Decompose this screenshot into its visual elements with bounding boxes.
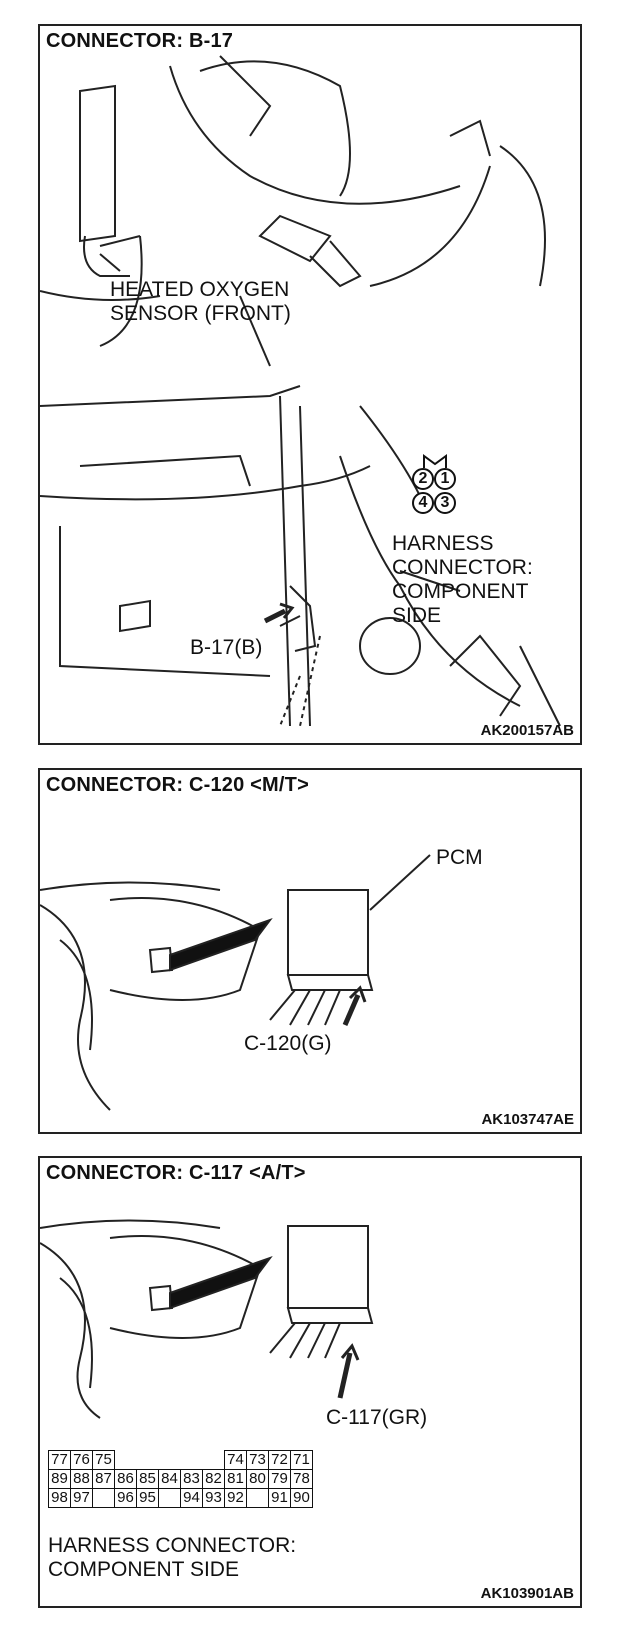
pin-cell: 75 — [92, 1450, 115, 1470]
pin-cell: 79 — [268, 1469, 291, 1489]
pin-cell: 95 — [136, 1488, 159, 1508]
pin-cell: 94 — [180, 1488, 203, 1508]
pin-cell — [181, 1451, 203, 1470]
figure-code: AK103747AE — [481, 1111, 574, 1128]
pin-cell: 78 — [290, 1469, 313, 1489]
pin-cell — [246, 1488, 269, 1508]
pin-cell: 77 — [48, 1450, 71, 1470]
pin-cell: 88 — [70, 1469, 93, 1489]
pin-cell — [115, 1451, 137, 1470]
pin-cell: 72 — [268, 1450, 291, 1470]
pin-cell: 71 — [290, 1450, 313, 1470]
pin-4: 4 — [412, 492, 434, 514]
dashboard-pcm-illustration — [40, 1219, 374, 1419]
panel-title: CONNECTOR: B-17 — [46, 30, 234, 52]
pin-cell: 81 — [224, 1469, 247, 1489]
harness-connector-label: HARNESS CONNECTOR: COMPONENT SIDE — [392, 532, 533, 627]
pin-cell: 93 — [202, 1488, 225, 1508]
pin-cell: 82 — [202, 1469, 225, 1489]
figure-code: AK200157AB — [480, 722, 574, 739]
pin-cell: 86 — [114, 1469, 137, 1489]
pin-1: 1 — [434, 468, 456, 490]
figure-code: AK103901AB — [480, 1585, 574, 1602]
pin-cell: 84 — [158, 1469, 181, 1489]
pin-cell: 90 — [290, 1488, 313, 1508]
pin-cell — [92, 1488, 115, 1508]
panel-title: CONNECTOR: C-120 <M/T> — [46, 774, 309, 796]
key-mark-icon — [423, 454, 447, 468]
dashboard-pcm-illustration — [40, 854, 431, 1111]
pin-cell — [159, 1451, 181, 1470]
panel-c120: CONNECTOR: C-120 <M/T> PCM C-120(G) AK10… — [38, 768, 582, 1134]
pin-cell: 73 — [246, 1450, 269, 1470]
pin-2: 2 — [412, 468, 434, 490]
pin-cell — [158, 1488, 181, 1508]
pin-cell: 85 — [136, 1469, 159, 1489]
pin-cell: 76 — [70, 1450, 93, 1470]
c117-callout: C-117(GR) — [326, 1406, 428, 1429]
pin-cell: 98 — [48, 1488, 71, 1508]
c120-callout: C-120(G) — [244, 1032, 332, 1055]
sensor-label: HEATED OXYGEN SENSOR (FRONT) — [110, 278, 291, 325]
harness-connector-label: HARNESS CONNECTOR: COMPONENT SIDE — [48, 1534, 297, 1581]
connector-pinout: 2 1 4 3 — [410, 454, 460, 516]
pin-cell — [203, 1451, 225, 1470]
panel-title: CONNECTOR: C-117 <A/T> — [46, 1162, 306, 1184]
pin-cell: 83 — [180, 1469, 203, 1489]
b17-callout: B-17(B) — [190, 636, 263, 659]
pin-cell: 92 — [224, 1488, 247, 1508]
pin-cell: 80 — [246, 1469, 269, 1489]
engine-bay-illustration — [40, 55, 561, 727]
pin-cell: 96 — [114, 1488, 137, 1508]
pin-cell — [137, 1451, 159, 1470]
panel-b17: CONNECTOR: B-17 — [38, 24, 582, 745]
pcm-label: PCM — [436, 846, 483, 869]
pin-cell: 89 — [48, 1469, 71, 1489]
pin-cell: 97 — [70, 1488, 93, 1508]
pin-3: 3 — [434, 492, 456, 514]
pin-cell: 74 — [224, 1450, 247, 1470]
pin-cell: 87 — [92, 1469, 115, 1489]
pin-cell: 91 — [268, 1488, 291, 1508]
